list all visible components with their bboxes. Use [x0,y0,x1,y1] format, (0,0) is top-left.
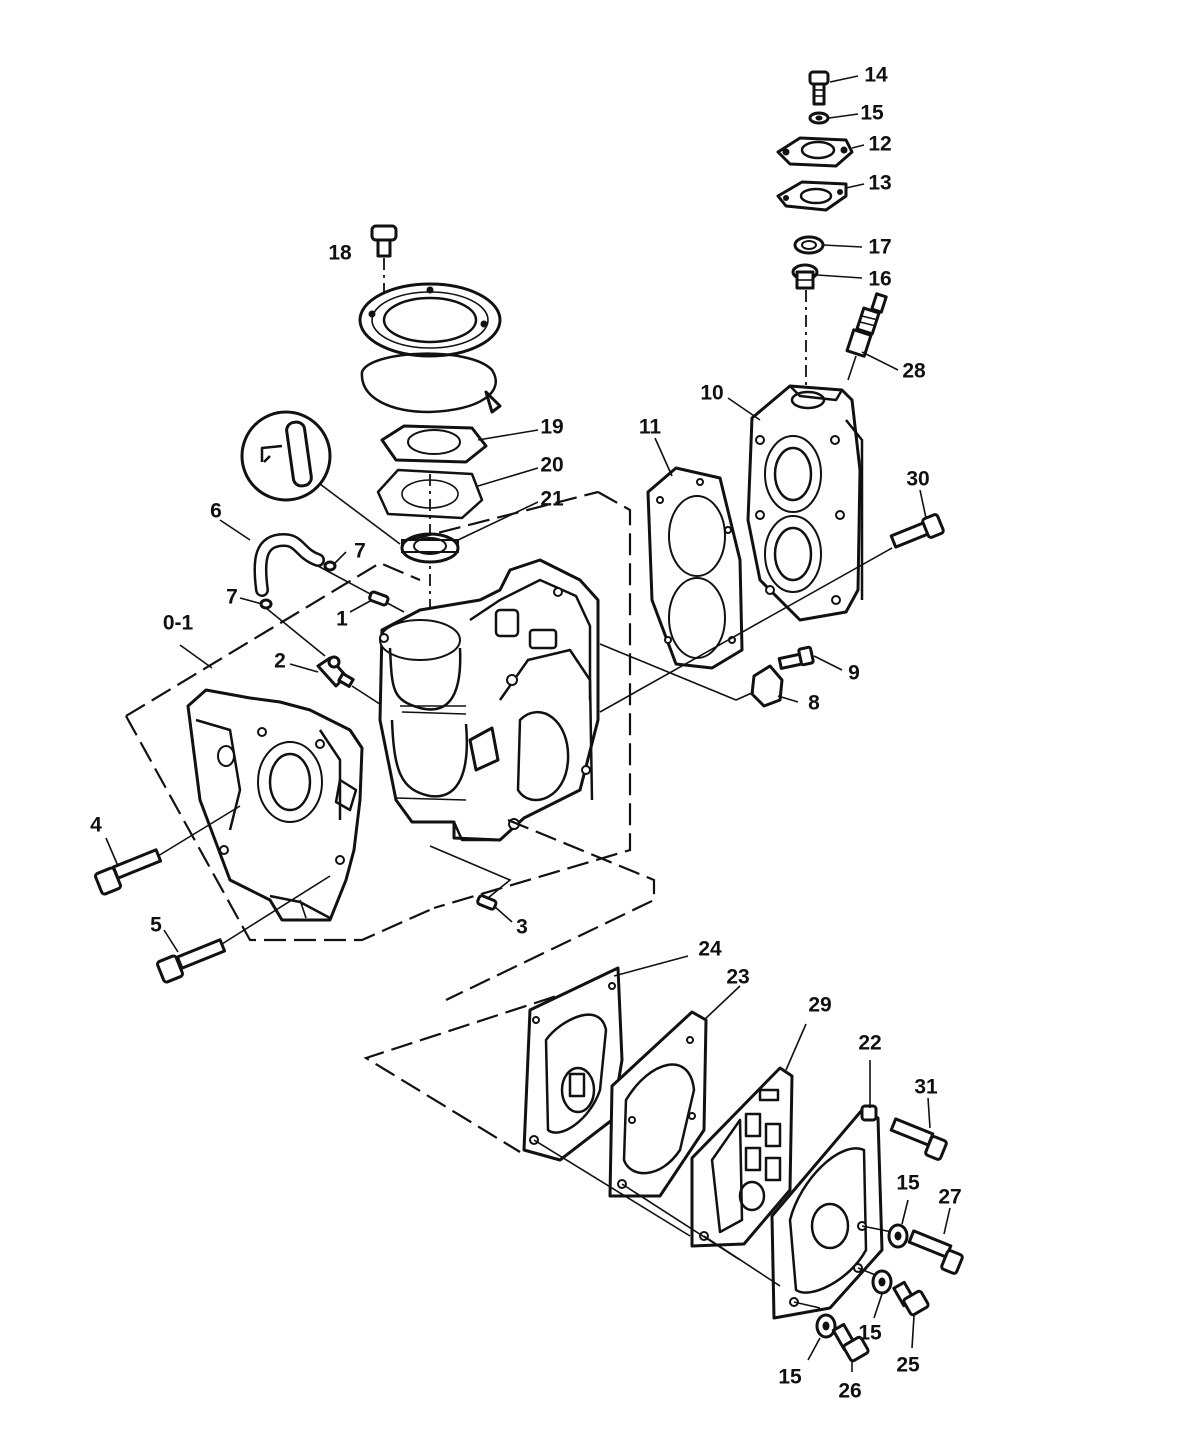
label-27: 27 [938,1186,961,1209]
label-16: 16 [868,268,891,291]
label-24: 24 [698,938,722,961]
label-2: 2 [274,650,286,673]
bolt-30 [889,513,945,549]
label-13: 13 [868,172,891,195]
label-23: 23 [726,966,749,989]
exhaust-cover-19 [380,424,488,464]
bolt-4 [94,848,163,896]
washer-15-top [808,111,830,125]
bolt-26 [831,1322,870,1363]
bolt-14 [808,70,830,106]
label-22: 22 [858,1032,881,1055]
label-8: 8 [808,692,820,715]
spark-plug-28 [845,292,888,358]
label-19: 19 [540,416,563,439]
washer-15-d [815,1313,837,1339]
label-6: 6 [210,500,222,523]
dowel-3 [476,894,498,911]
bolt-18 [370,224,398,258]
bolt-5 [156,938,227,984]
label-25: 25 [896,1354,920,1377]
label-5: 5 [150,914,162,937]
label-4: 4 [90,814,102,837]
head-gasket-11 [646,466,744,670]
gasket-24 [522,966,624,1162]
hose-6 [253,532,325,597]
label-10: 10 [700,382,723,405]
label-31: 31 [914,1076,938,1099]
inset-detail [240,410,332,502]
bolt-31 [889,1117,948,1161]
label-7-lower: 7 [226,586,238,609]
seal-21 [400,532,460,564]
label-11: 11 [639,416,662,439]
label-17: 17 [868,236,891,259]
cover-plate [358,282,502,358]
crankcase-cover [186,688,364,922]
label-15-top: 15 [860,102,884,125]
fitting-2 [316,655,355,688]
screw-9 [777,645,815,670]
clip-7-upper [323,560,337,572]
bolt-25 [892,1280,930,1317]
label-12: 12 [868,133,891,156]
label-18: 18 [328,242,352,265]
reed-plate-29 [690,1066,794,1248]
cover-gasket [360,352,502,414]
label-28: 28 [902,360,926,383]
cylinder-block [378,558,600,842]
label-20: 20 [540,454,563,477]
thermostat-16 [791,263,819,290]
label-14: 14 [864,64,888,87]
cap-8 [750,664,784,708]
label-15-d: 15 [778,1366,802,1389]
label-3: 3 [516,916,528,939]
label-9: 9 [848,662,860,685]
washer-15-b [887,1223,909,1249]
label-0-1: 0-1 [163,612,194,635]
bolt-27 [907,1229,964,1275]
clip-7-lower [259,598,273,610]
label-15-c: 15 [858,1322,882,1345]
label-30: 30 [906,468,929,491]
gasket-13 [776,180,848,212]
label-21: 21 [540,488,564,511]
label-7-upper: 7 [354,540,366,563]
thermostat-cover-12 [776,136,854,168]
label-26: 26 [838,1380,861,1403]
washer-15-c [871,1269,893,1295]
cover-22 [770,1104,884,1320]
seal-17 [793,235,825,255]
label-29: 29 [808,994,831,1017]
dowel-1 [368,590,390,607]
label-15-b: 15 [896,1172,920,1195]
label-1: 1 [336,608,348,631]
cylinder-head-10 [746,384,864,622]
gasket-23 [608,1010,708,1198]
